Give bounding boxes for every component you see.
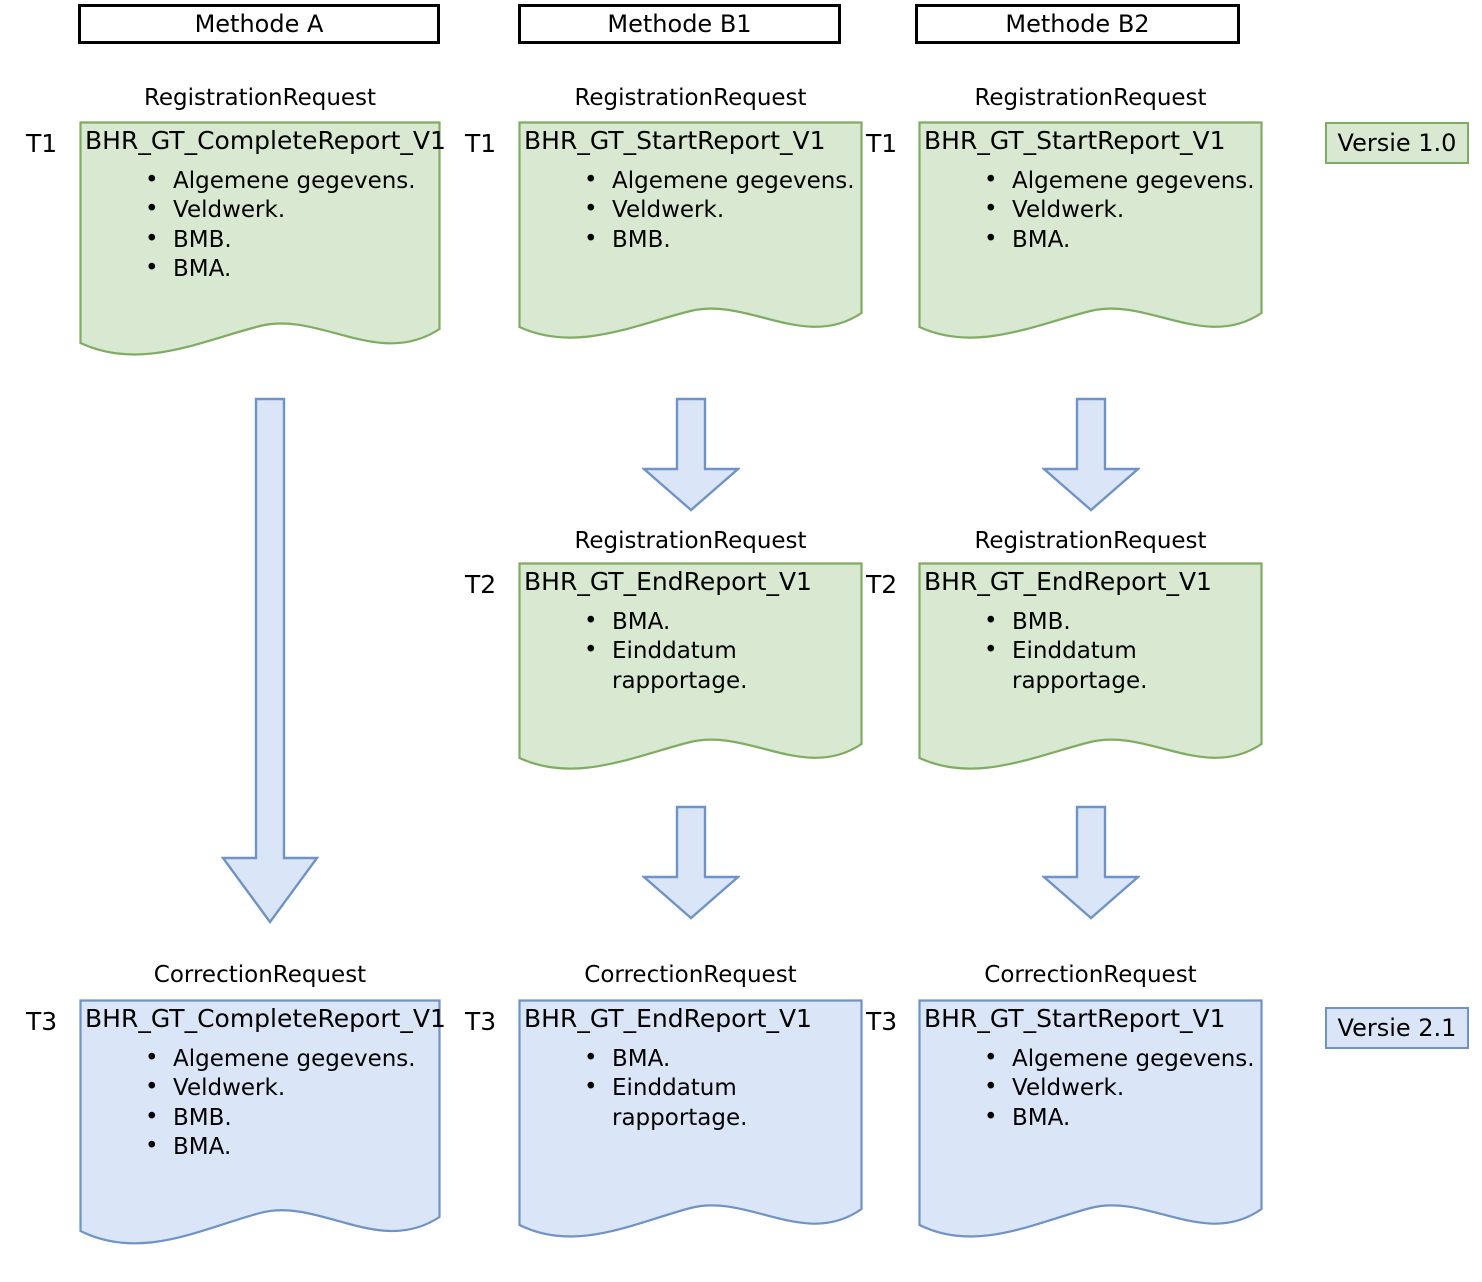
document-title: BHR_GT_CompleteReport_V1 — [85, 1004, 446, 1033]
time-label-b1-t2-left: T2 — [465, 570, 497, 599]
list-item: BMB. — [984, 607, 1259, 637]
down-arrow-icon — [1042, 805, 1140, 920]
column-header-label: Methode A — [194, 10, 324, 38]
list-item: Algemene gegevens. — [984, 166, 1259, 196]
document-b2-t2[interactable]: BHR_GT_EndReport_V1 BMB. Einddatum rappo… — [918, 562, 1263, 790]
list-item: BMB. — [145, 225, 437, 255]
list-item: Veldwerk. — [984, 1073, 1259, 1103]
list-item: Veldwerk. — [584, 195, 859, 225]
list-item: Veldwerk. — [145, 1073, 437, 1103]
arrow-b2-t2-to-t3 — [1042, 805, 1140, 920]
list-item: Veldwerk. — [145, 195, 437, 225]
doc-caption-b1-t2: RegistrationRequest — [574, 528, 807, 554]
list-item: Einddatum rapportage. — [584, 1073, 772, 1133]
document-a-t3[interactable]: BHR_GT_CompleteReport_V1 Algemene gegeve… — [79, 999, 446, 1279]
doc-caption-a-t1: RegistrationRequest — [143, 85, 377, 111]
doc-caption-a-t3: CorrectionRequest — [153, 962, 367, 988]
column-header-label: Methode B1 — [607, 10, 752, 38]
list-item: Veldwerk. — [984, 195, 1259, 225]
arrow-a-t1-to-t3 — [221, 397, 319, 924]
time-label-b1-t3-left: T3 — [465, 1007, 497, 1036]
document-bullet-list: BMB. Einddatum rapportage. — [924, 607, 1259, 696]
legend-label: Versie 1.0 — [1337, 129, 1457, 157]
down-arrow-icon — [221, 397, 319, 924]
doc-caption-b1-t1: RegistrationRequest — [574, 85, 807, 111]
list-item: Algemene gegevens. — [584, 166, 859, 196]
document-bullet-list: Algemene gegevens. Veldwerk. BMA. — [924, 1044, 1259, 1133]
list-item: BMB. — [145, 1103, 437, 1133]
document-title: BHR_GT_StartReport_V1 — [524, 126, 826, 155]
column-header-methode-a: Methode A — [78, 4, 440, 44]
list-item: Einddatum rapportage. — [984, 636, 1172, 696]
list-item: BMA. — [145, 1132, 437, 1162]
document-b1-t3[interactable]: BHR_GT_EndReport_V1 BMA. Einddatum rappo… — [518, 999, 863, 1269]
list-item: BMB. — [584, 225, 859, 255]
list-item: Algemene gegevens. — [984, 1044, 1259, 1074]
list-item: BMA. — [584, 607, 859, 637]
column-header-label: Methode B2 — [1005, 10, 1150, 38]
time-label-b1-t3-right: T3 — [866, 1007, 898, 1036]
document-b2-t3[interactable]: BHR_GT_StartReport_V1 Algemene gegevens.… — [918, 999, 1263, 1269]
document-bullet-list: BMA. Einddatum rapportage. — [524, 607, 859, 696]
document-b1-t2[interactable]: BHR_GT_EndReport_V1 BMA. Einddatum rappo… — [518, 562, 863, 790]
doc-caption-b2-t3: CorrectionRequest — [984, 962, 1197, 988]
time-label-a-t3-left: T3 — [26, 1007, 58, 1036]
time-label-b1-t1-right: T1 — [866, 129, 898, 158]
list-item: BMA. — [145, 254, 437, 284]
document-b1-t1[interactable]: BHR_GT_StartReport_V1 Algemene gegevens.… — [518, 121, 863, 361]
list-item: BMA. — [984, 225, 1259, 255]
document-title: BHR_GT_EndReport_V1 — [524, 1004, 812, 1033]
legend-versie-2-1: Versie 2.1 — [1325, 1007, 1469, 1049]
document-bullet-list: Algemene gegevens. Veldwerk. BMB. BMA. — [85, 166, 437, 285]
document-bullet-list: Algemene gegevens. Veldwerk. BMA. — [924, 166, 1259, 255]
arrow-b1-t2-to-t3 — [642, 805, 740, 920]
column-header-methode-b2: Methode B2 — [915, 4, 1240, 44]
column-header-methode-b1: Methode B1 — [518, 4, 841, 44]
document-title: BHR_GT_StartReport_V1 — [924, 126, 1226, 155]
document-b2-t1[interactable]: BHR_GT_StartReport_V1 Algemene gegevens.… — [918, 121, 1263, 361]
document-a-t1[interactable]: BHR_GT_CompleteReport_V1 Algemene gegeve… — [79, 121, 446, 381]
document-bullet-list: Algemene gegevens. Veldwerk. BMB. BMA. — [85, 1044, 437, 1163]
time-label-b1-t2-right: T2 — [866, 570, 898, 599]
legend-versie-1-0: Versie 1.0 — [1325, 122, 1469, 164]
list-item: BMA. — [584, 1044, 859, 1074]
document-title: BHR_GT_EndReport_V1 — [524, 567, 812, 596]
document-title: BHR_GT_EndReport_V1 — [924, 567, 1212, 596]
down-arrow-icon — [1042, 397, 1140, 512]
down-arrow-icon — [642, 805, 740, 920]
arrow-b2-t1-to-t2 — [1042, 397, 1140, 512]
doc-caption-b2-t2: RegistrationRequest — [974, 528, 1207, 554]
list-item: Algemene gegevens. — [145, 166, 437, 196]
doc-caption-b2-t1: RegistrationRequest — [974, 85, 1207, 111]
doc-caption-b1-t3: CorrectionRequest — [584, 962, 797, 988]
down-arrow-icon — [642, 397, 740, 512]
list-item: Einddatum rapportage. — [584, 636, 772, 696]
document-title: BHR_GT_StartReport_V1 — [924, 1004, 1226, 1033]
document-bullet-list: BMA. Einddatum rapportage. — [524, 1044, 859, 1133]
arrow-b1-t1-to-t2 — [642, 397, 740, 512]
time-label-a-t1-left: T1 — [26, 129, 58, 158]
document-title: BHR_GT_CompleteReport_V1 — [85, 126, 446, 155]
list-item: Algemene gegevens. — [145, 1044, 437, 1074]
time-label-b1-t1-left: T1 — [465, 129, 497, 158]
legend-label: Versie 2.1 — [1337, 1014, 1457, 1042]
list-item: BMA. — [984, 1103, 1259, 1133]
document-bullet-list: Algemene gegevens. Veldwerk. BMB. — [524, 166, 859, 255]
